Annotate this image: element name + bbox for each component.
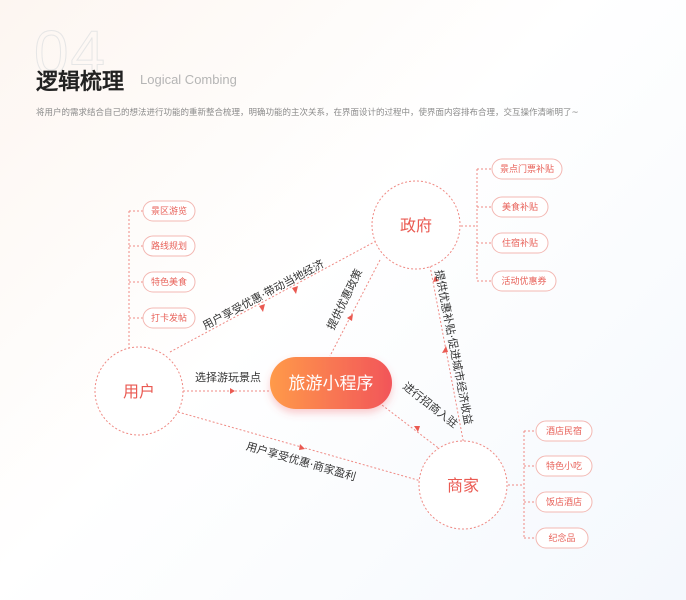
gov-item-label: 住宿补贴: [502, 237, 538, 249]
user-item-pill: [142, 307, 196, 329]
gov-item-pill: [491, 232, 549, 254]
gov-item-label: 景点门票补贴: [500, 163, 554, 175]
arrow-gov-merchant-1: [433, 276, 439, 282]
edge-user-merchant: [177, 411, 422, 482]
connection-lines: [169, 239, 465, 482]
merchant-node-label: 商家: [447, 476, 479, 495]
arrow-user-gov-1: [259, 304, 265, 312]
center-label: 旅游小程序: [289, 374, 374, 394]
merchant-items: 酒店民宿 特色小吃 饭店酒店 纪念品: [535, 420, 593, 549]
edge-user-gov: [169, 239, 379, 353]
user-item-pill: [142, 271, 196, 293]
page-description: 将用户的需求结合自己的想法进行功能的重新整合梳理，明确功能的主次关系，在界面设计…: [36, 108, 579, 118]
user-items: 景区游览 路线规划 特色美食 打卡发帖: [142, 200, 196, 329]
merchant-item-pill: [535, 420, 593, 442]
user-item-pill: [142, 200, 196, 222]
gov-item-label: 美食补贴: [502, 201, 538, 213]
page-subtitle: Logical Combing: [140, 72, 237, 87]
arrow-heads: [230, 276, 448, 450]
center-pill: [270, 357, 392, 409]
user-item-pill: [142, 235, 196, 257]
edge-label-user-gov: 用户享受优惠·带动当地经济: [200, 256, 326, 332]
user-item-label: 特色美食: [151, 276, 187, 288]
gov-item-pill: [491, 270, 557, 292]
merchant-item-pill: [535, 455, 593, 477]
government-node: [371, 180, 461, 270]
merchant-item-pill: [535, 527, 589, 549]
edge-label-user-center: 选择游玩景点: [195, 370, 261, 384]
section-number: 04: [34, 19, 107, 89]
arrow-merchant-center: [414, 426, 420, 432]
user-item-label: 路线规划: [151, 240, 187, 252]
user-node: [94, 346, 184, 436]
edge-label-gov-merchant: 提供优惠补贴·促进城市经济收益: [432, 269, 476, 426]
item-brackets: [128, 168, 536, 539]
page-title: 逻辑梳理: [36, 70, 125, 95]
arrow-user-center: [230, 388, 235, 394]
user-node-label: 用户: [123, 382, 155, 401]
government-node-label: 政府: [400, 216, 432, 235]
edge-label-merchant-center: 进行招商入驻: [400, 379, 461, 431]
arrow-user-gov-2: [292, 286, 298, 294]
edge-merchant-center: [377, 401, 442, 451]
arrow-user-merchant: [299, 444, 305, 450]
gov-item-label: 活动优惠券: [501, 275, 546, 287]
merchant-item-label: 特色小吃: [546, 460, 582, 472]
merchant-item-pill: [535, 491, 593, 513]
merchant-item-label: 纪念品: [548, 532, 575, 544]
arrow-gov-merchant-2: [442, 346, 448, 353]
user-item-label: 打卡发帖: [151, 312, 187, 324]
user-item-label: 景区游览: [151, 205, 187, 217]
edge-label-gov-center: 提供优惠政策: [324, 267, 366, 332]
merchant-item-label: 饭店酒店: [546, 496, 582, 508]
merchant-node: [418, 440, 508, 530]
arrow-gov-center: [347, 314, 353, 321]
government-items: 景点门票补贴 美食补贴 住宿补贴 活动优惠券: [491, 158, 563, 292]
gov-item-pill: [491, 196, 549, 218]
merchant-item-label: 酒店民宿: [546, 425, 582, 437]
gov-item-pill: [491, 158, 563, 180]
